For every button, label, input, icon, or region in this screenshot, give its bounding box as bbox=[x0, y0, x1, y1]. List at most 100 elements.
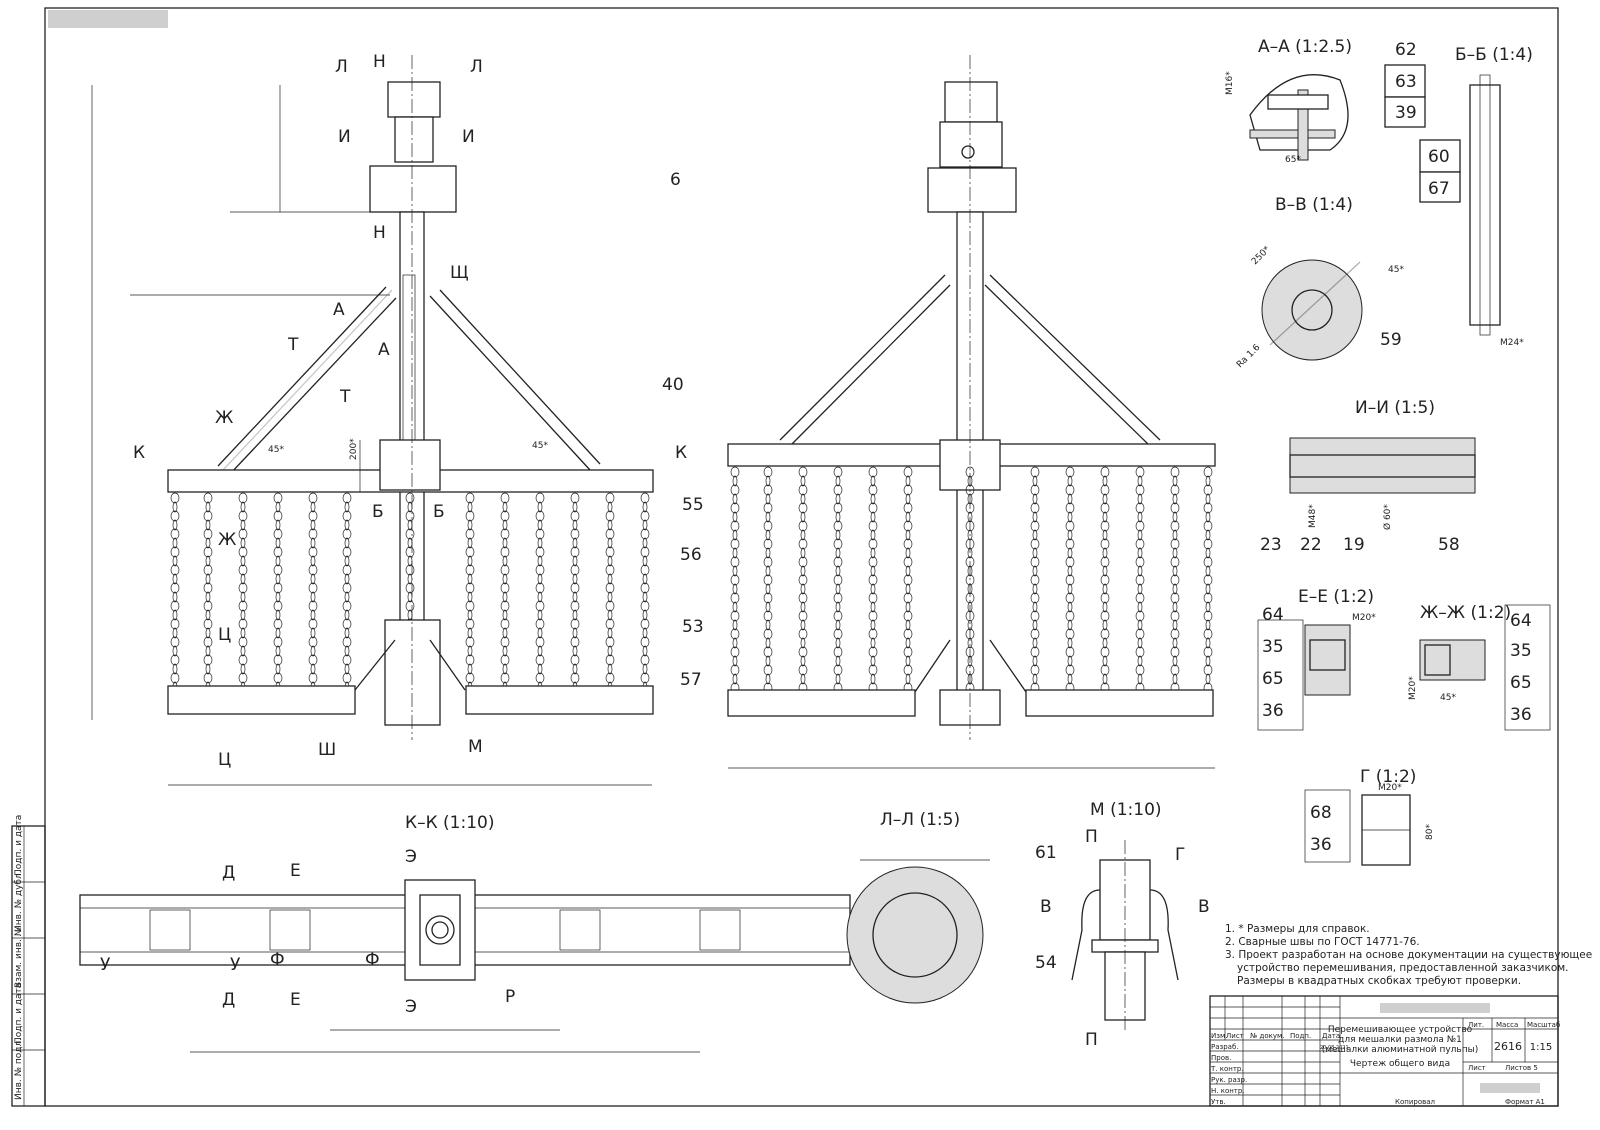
chain-link bbox=[240, 645, 246, 657]
chain-link bbox=[800, 601, 806, 613]
chain-link bbox=[605, 600, 615, 612]
chain-link bbox=[765, 583, 771, 595]
chain-link bbox=[835, 583, 841, 595]
chain-link bbox=[344, 591, 350, 603]
chain-link bbox=[342, 654, 352, 666]
chain-link bbox=[273, 492, 283, 504]
chain-link bbox=[205, 645, 211, 657]
tb-copied: Копировал bbox=[1395, 1098, 1435, 1106]
chain-link bbox=[835, 547, 841, 559]
chain-link bbox=[1205, 619, 1211, 631]
chain-link bbox=[1102, 511, 1108, 523]
chain-link bbox=[310, 645, 316, 657]
section-title-g: Г (1:2) bbox=[1360, 767, 1416, 787]
chain-link bbox=[833, 484, 843, 496]
chain-link bbox=[342, 492, 352, 504]
chain-link bbox=[1102, 655, 1108, 667]
chain-link bbox=[1135, 556, 1145, 568]
chain-link bbox=[170, 600, 180, 612]
section-ll-view bbox=[846, 859, 990, 1004]
chain-link bbox=[407, 591, 413, 603]
section-letter: Б bbox=[372, 502, 384, 522]
chain-link bbox=[1100, 664, 1110, 676]
section-letter: Т bbox=[287, 335, 299, 355]
chain-link bbox=[763, 592, 773, 604]
chain-link bbox=[870, 493, 876, 505]
chain-link bbox=[605, 546, 615, 558]
chain-link bbox=[203, 582, 213, 594]
chain-link bbox=[238, 600, 248, 612]
chain-link bbox=[730, 610, 740, 622]
chain-link bbox=[240, 537, 246, 549]
chain-link bbox=[205, 591, 211, 603]
chain-link bbox=[535, 492, 545, 504]
part-number: 64 bbox=[1262, 605, 1284, 625]
tb-header: Дата bbox=[1322, 1032, 1340, 1040]
chain-link bbox=[833, 502, 843, 514]
chain-link bbox=[868, 610, 878, 622]
chain-link bbox=[870, 655, 876, 667]
chain-link bbox=[1137, 601, 1143, 613]
chain-link bbox=[905, 637, 911, 649]
chain-link bbox=[1067, 511, 1073, 523]
section-letter: Ж bbox=[218, 530, 236, 550]
chain-link bbox=[798, 610, 808, 622]
chain-link bbox=[903, 556, 913, 568]
chain-link bbox=[1032, 601, 1038, 613]
section-letter: Ц bbox=[218, 625, 231, 645]
chain-link bbox=[800, 565, 806, 577]
section-letter: Д bbox=[222, 990, 235, 1010]
chain-link bbox=[798, 484, 808, 496]
chain-link bbox=[1137, 637, 1143, 649]
chain-link bbox=[570, 600, 580, 612]
chain-link bbox=[903, 538, 913, 550]
chain-link bbox=[1170, 520, 1180, 532]
chain-link bbox=[800, 511, 806, 523]
section-letter: Р bbox=[505, 987, 515, 1007]
chain-link bbox=[1067, 475, 1073, 487]
chain-link bbox=[203, 546, 213, 558]
chain-link bbox=[732, 619, 738, 631]
chain-link bbox=[1065, 484, 1075, 496]
chain-link bbox=[502, 645, 508, 657]
chain-link bbox=[465, 582, 475, 594]
chain-link bbox=[1030, 592, 1040, 604]
chain-link bbox=[1065, 466, 1075, 478]
chain-link bbox=[502, 519, 508, 531]
tb-header: № докум. bbox=[1250, 1032, 1285, 1040]
chain-link bbox=[640, 672, 650, 684]
chain-link bbox=[172, 609, 178, 621]
chain-link bbox=[203, 600, 213, 612]
chain-link bbox=[500, 618, 510, 630]
chain-link bbox=[535, 546, 545, 558]
chain-link bbox=[1135, 628, 1145, 640]
chain-link bbox=[203, 564, 213, 576]
section-letter: Ш bbox=[318, 740, 336, 760]
section-letter: У bbox=[230, 955, 241, 975]
chain-link bbox=[465, 618, 475, 630]
chain-link bbox=[905, 493, 911, 505]
chain-link bbox=[1065, 502, 1075, 514]
chain-link bbox=[607, 501, 613, 513]
chain-link bbox=[868, 574, 878, 586]
chain-link bbox=[273, 636, 283, 648]
chain-link bbox=[1205, 529, 1211, 541]
section-letter: Л bbox=[335, 57, 348, 77]
chain-link bbox=[240, 501, 246, 513]
stamp-label: Подп. и дата bbox=[14, 815, 24, 876]
chain-link bbox=[275, 501, 281, 513]
section-letter: Ф bbox=[365, 950, 380, 970]
chain-link bbox=[238, 492, 248, 504]
chain-link bbox=[835, 511, 841, 523]
chain-link bbox=[1203, 466, 1213, 478]
part-number: 59 bbox=[1380, 330, 1402, 350]
chain-link bbox=[238, 636, 248, 648]
chain-link bbox=[1170, 538, 1180, 550]
section-letter: И bbox=[462, 127, 475, 147]
chain-link bbox=[1205, 637, 1211, 649]
chain-link bbox=[1067, 655, 1073, 667]
chain-link bbox=[240, 591, 246, 603]
chain-link bbox=[607, 627, 613, 639]
chain-link bbox=[273, 546, 283, 558]
part-number: 36 bbox=[1262, 701, 1284, 721]
